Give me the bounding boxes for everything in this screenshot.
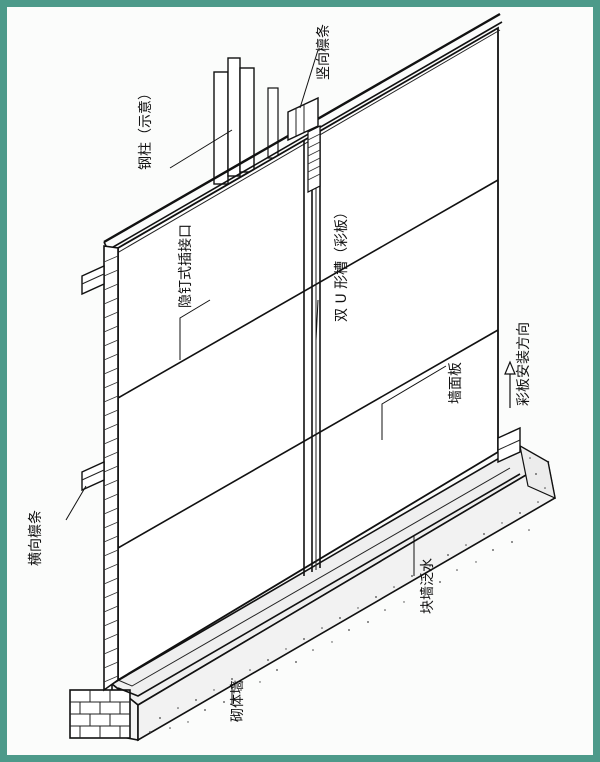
label-steel-column: 钢柱（示意） [137,86,154,170]
brick-block [69,689,131,739]
double-u-channel [303,125,321,576]
label-vertical-purlin: 竖向檩条 [315,24,332,80]
label-masonry-wall: 砌体墙 [230,680,246,722]
leader-lines [65,49,447,704]
foundation-base [110,444,556,742]
horizontal-purlin-lower [81,460,105,492]
install-direction-arrow [504,360,516,408]
right-purlin-bracket [497,426,521,464]
label-wall-base-flashing: 块墙泛水 [420,558,436,614]
label-horizontal-purlin: 横向檩条 [27,510,44,566]
base-flashing-strip [117,467,521,697]
label-double-u-channel: 双 U 形槽（彩板） [334,205,350,322]
label-install-direction: 彩板安装方向 [516,322,532,406]
label-wall-panel: 墙面板 [448,362,464,404]
horizontal-purlin-upper [81,264,105,296]
label-hidden-nail-joint: 隐钉式插接口 [177,224,194,308]
vertical-purlin [287,96,319,142]
steel-column [213,57,279,185]
concrete-texture [149,457,546,733]
left-panel-edge [103,245,119,692]
panel-joints [117,179,499,549]
